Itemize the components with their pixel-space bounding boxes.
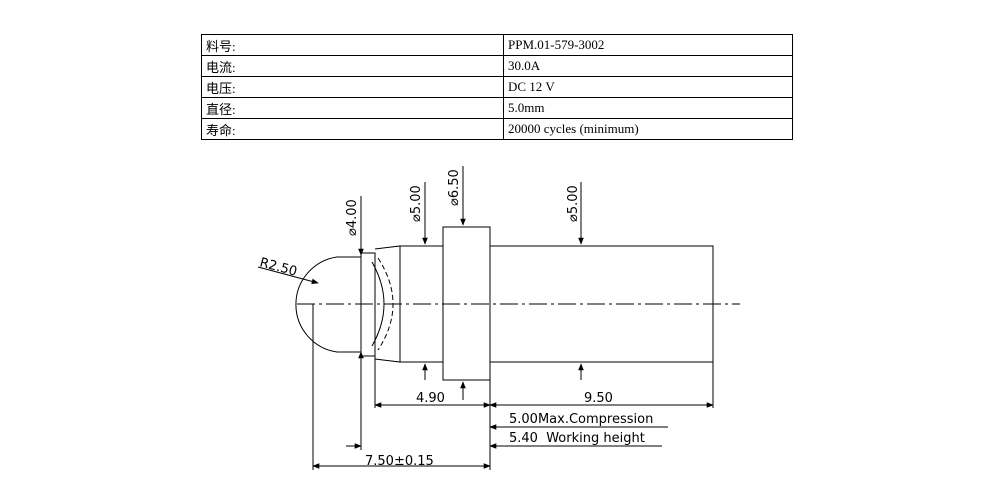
- dim-d5b: ⌀5.00: [566, 185, 581, 222]
- dimension-lines: [257, 166, 714, 470]
- dim-d4: ⌀4.00: [345, 199, 360, 236]
- spec-label: 电压:: [201, 76, 504, 98]
- spec-value: 20000 cycles (minimum): [503, 118, 793, 140]
- dim-working-height: 5.40 Working height: [509, 431, 645, 446]
- dim-9-50: 9.50: [584, 391, 613, 406]
- spec-row-life: 寿命: 20000 cycles (minimum): [201, 118, 793, 140]
- dim-compression: 5.00Max.Compression: [509, 412, 653, 427]
- dome-tip: [295, 256, 362, 353]
- spec-table: 料号: PPM.01-579-3002 电流: 30.0A 电压: DC 12 …: [201, 34, 793, 140]
- dim-radius: R2.50: [258, 255, 299, 279]
- dimension-labels: ⌀4.00 ⌀5.00 ⌀6.50 ⌀5.00 R2.50 4.90 9.50 …: [258, 169, 653, 469]
- dim-4-90: 4.90: [416, 391, 445, 406]
- dim-total: 7.50±0.15: [365, 454, 434, 469]
- dim-d65: ⌀6.50: [447, 169, 462, 206]
- spec-row-voltage: 电压: DC 12 V: [201, 76, 793, 98]
- dim-d5a: ⌀5.00: [409, 185, 424, 222]
